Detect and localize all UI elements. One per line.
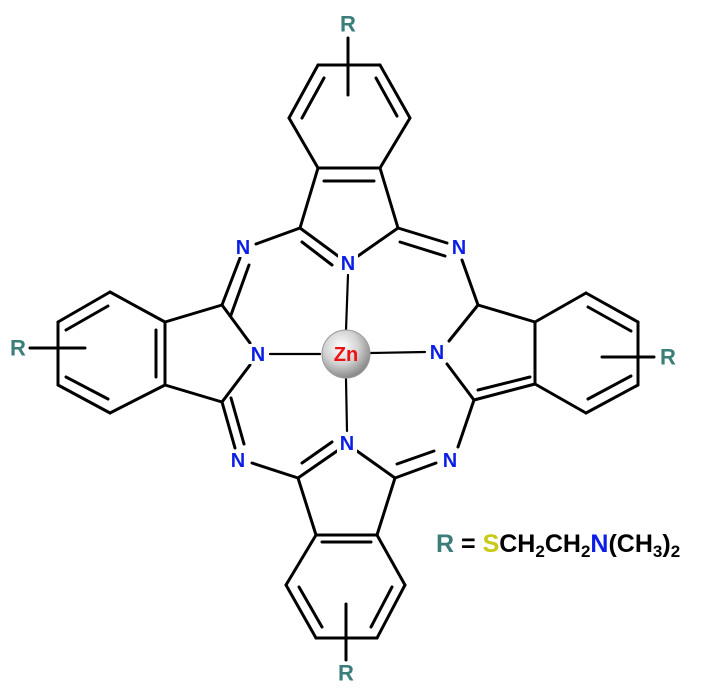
- legend-nitrogen: N: [590, 530, 609, 558]
- r-left: R: [10, 336, 26, 361]
- zinc-atom-sphere: [321, 329, 371, 379]
- n-meso-top-left: N: [236, 237, 250, 259]
- r-top: R: [340, 12, 356, 37]
- legend-close-paren: ): [662, 530, 671, 558]
- n-meso-top-right: N: [452, 237, 466, 259]
- n-meso-bottom-right: N: [443, 450, 457, 472]
- legend-sub-2b: 2: [580, 542, 591, 561]
- n-bottom-pyrrole: N: [340, 433, 354, 455]
- r-right: R: [660, 345, 676, 370]
- legend-sub-3: 3: [652, 542, 663, 561]
- r-bottom: R: [338, 661, 354, 686]
- legend-ch2-b: CH: [544, 530, 581, 558]
- legend-ch2-a: CH: [499, 530, 536, 558]
- left-isoindole: [28, 256, 252, 450]
- bottom-isoindole: [250, 440, 438, 662]
- legend-ch3-open: (CH: [608, 530, 653, 558]
- top-isoindole: [254, 36, 449, 267]
- legend-equals: =: [454, 530, 483, 558]
- nitrogen-labels: N N N N N N N N: [228, 237, 469, 472]
- n-left-pyrrole: N: [251, 344, 265, 366]
- n-meso-bottom-left: N: [231, 450, 245, 472]
- right-isoindole: [445, 258, 656, 449]
- legend-sulfur: S: [482, 530, 500, 558]
- r-group-labels: R R R R: [10, 12, 676, 686]
- n-top-pyrrole: N: [341, 253, 355, 275]
- r-group-definition: R = SCH2CH2N(CH3)2: [436, 530, 681, 561]
- legend-sub-2a: 2: [535, 542, 545, 561]
- legend-sub-2c: 2: [670, 542, 681, 561]
- legend-r: R: [436, 530, 455, 558]
- zinc-label: Zn: [334, 344, 358, 366]
- n-right-pyrrole: N: [430, 342, 444, 364]
- zn-coordination-bonds: [268, 273, 427, 433]
